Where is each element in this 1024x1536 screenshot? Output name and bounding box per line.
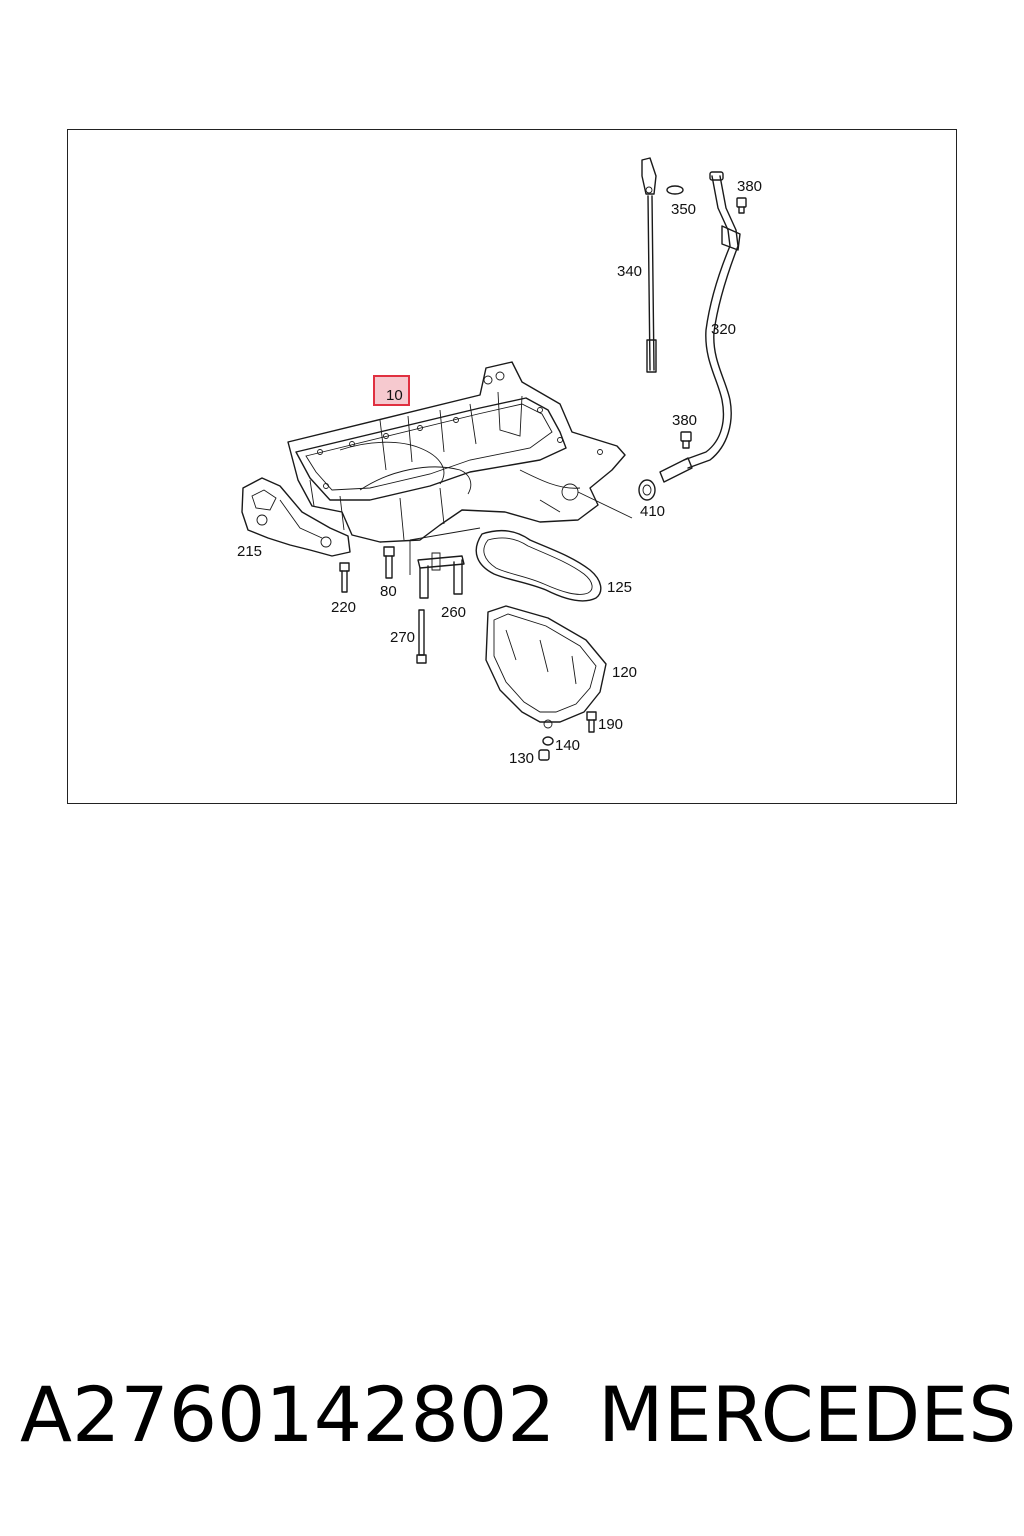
highlight-box [373,375,410,406]
label-220[interactable]: 220 [331,599,356,616]
diagram-frame [67,129,957,804]
bolt-80[interactable] [383,546,395,579]
label-410[interactable]: 410 [640,503,665,520]
oil-pan-upper-part[interactable] [287,361,626,543]
drain-plug-130[interactable] [538,749,550,761]
guide-tube-part[interactable] [659,171,741,483]
bolt-190[interactable] [586,711,597,733]
part-number: A2760142802 [20,1370,556,1459]
label-120[interactable]: 120 [612,664,637,681]
bolt-270[interactable] [416,609,427,664]
label-10[interactable]: 10 [386,387,403,404]
caption: A2760142802 MERCEDES [20,1370,1016,1470]
label-350[interactable]: 350 [671,201,696,218]
label-380-top[interactable]: 380 [737,178,762,195]
dipstick-part[interactable] [641,157,657,373]
bolt-220[interactable] [339,562,350,593]
label-320[interactable]: 320 [711,321,736,338]
o-ring-350[interactable] [666,185,684,195]
pickup-part-260[interactable] [409,527,481,599]
oil-pan-lower-part[interactable] [485,605,607,729]
seal-ring-140[interactable] [542,736,554,746]
label-215[interactable]: 215 [237,543,262,560]
label-130[interactable]: 130 [509,750,534,767]
label-190[interactable]: 190 [598,716,623,733]
bracket-part[interactable] [241,477,351,557]
label-140[interactable]: 140 [555,737,580,754]
label-340[interactable]: 340 [617,263,642,280]
brand-name: MERCEDES [598,1370,1017,1459]
gasket-part[interactable] [475,529,602,602]
seal-410[interactable] [577,479,656,519]
label-260[interactable]: 260 [441,604,466,621]
label-125[interactable]: 125 [607,579,632,596]
bolt-380-top[interactable] [736,197,747,214]
label-380-lower[interactable]: 380 [672,412,697,429]
label-270[interactable]: 270 [390,629,415,646]
label-80[interactable]: 80 [380,583,397,600]
bolt-380-lower[interactable] [680,431,692,449]
